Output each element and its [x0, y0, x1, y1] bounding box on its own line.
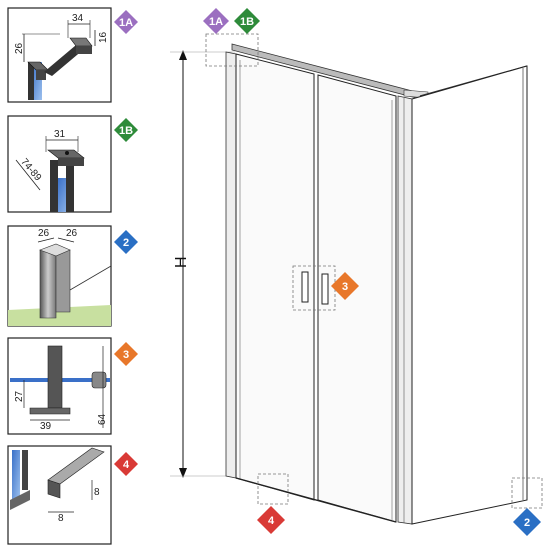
badge-1a-detail: 1A [114, 10, 138, 34]
badge-1b-main: 1B [234, 8, 260, 34]
badge-3-detail: 3 [114, 342, 138, 366]
badge-1a-main: 1A [203, 8, 229, 34]
dim-label: 26 [14, 42, 25, 54]
dim-label: 27 [14, 390, 25, 402]
right-handle [321, 273, 329, 305]
dim-label: 8 [94, 487, 100, 498]
dim-label: 64 [97, 413, 108, 425]
dim-label: 39 [40, 421, 52, 432]
knob [91, 371, 107, 389]
callout-box-3 [292, 265, 336, 311]
callout-box-4 [257, 473, 289, 505]
svg-text:1A: 1A [209, 16, 223, 28]
svg-text:3: 3 [123, 349, 129, 361]
detail-panel-3: 27 39 64 [7, 337, 112, 435]
dim-label: 34 [72, 13, 84, 24]
badge-1b-detail: 1B [114, 118, 138, 142]
svg-text:4: 4 [123, 459, 130, 471]
badge-4-detail: 4 [114, 452, 138, 476]
right-front-profile [397, 95, 413, 525]
main-enclosure: H [170, 33, 543, 525]
badge-2-detail: 2 [114, 230, 138, 254]
bottom-edge [235, 477, 397, 523]
svg-text:1A: 1A [119, 17, 133, 29]
detail-panel-2: 26 26 [7, 225, 112, 327]
svg-text:1B: 1B [240, 16, 254, 28]
svg-text:2: 2 [524, 517, 530, 529]
detail-panel-1a: 34 16 26 [7, 7, 112, 103]
left-wall-profile [225, 51, 237, 479]
floor-surface [8, 305, 111, 326]
svg-text:3: 3 [342, 281, 348, 293]
side-panel [411, 65, 528, 525]
right-door [317, 74, 397, 523]
glass-pane [12, 450, 20, 500]
dim-label: 8 [58, 513, 64, 524]
svg-text:2: 2 [123, 237, 129, 249]
badge-2-main: 2 [513, 508, 541, 536]
dim-label: 16 [98, 31, 109, 43]
svg-text:4: 4 [268, 515, 275, 527]
handle-profile [47, 345, 63, 409]
corner-profile [39, 249, 57, 319]
dim-label: 26 [66, 228, 78, 239]
detail-panel-4: 8 8 [7, 445, 112, 545]
callout-box-1 [205, 33, 259, 67]
dim-label: 31 [54, 129, 66, 140]
svg-text:1B: 1B [119, 125, 133, 137]
dim-label: 26 [38, 228, 50, 239]
left-handle [301, 271, 309, 303]
detail-panel-1b: 31 74-89 [7, 115, 112, 213]
height-label: H [173, 256, 190, 268]
badge-3-main: 3 [331, 272, 359, 300]
badge-4-main: 4 [257, 506, 285, 534]
